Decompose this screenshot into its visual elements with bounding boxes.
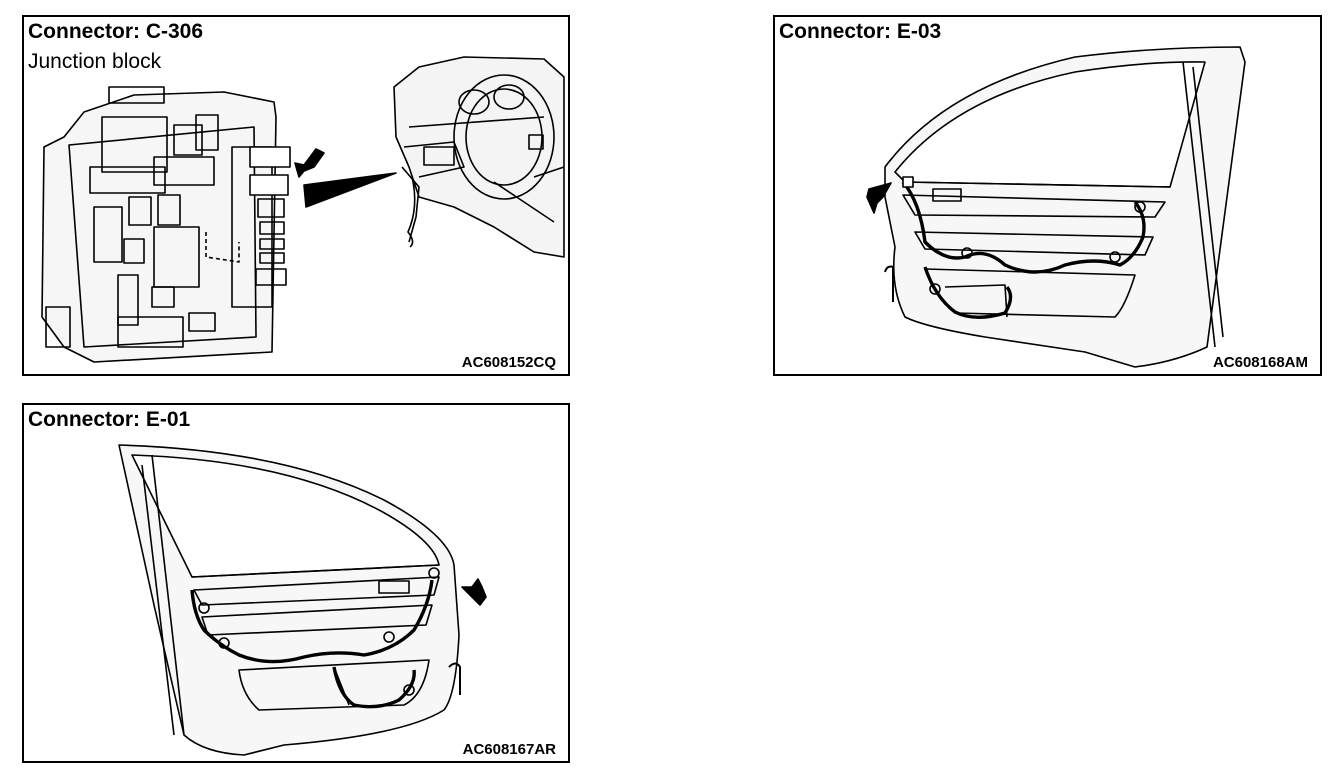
door-illustration — [24, 405, 568, 761]
panel-c306: Connector: C-306 Junction block — [22, 15, 570, 376]
panel-e01: Connector: E-01 — [22, 403, 570, 763]
illustration-code: AC608152CQ — [461, 354, 556, 371]
door-illustration — [775, 17, 1320, 374]
connector-title: Connector: E-01 — [28, 408, 191, 431]
connector-title: Connector: E-03 — [779, 20, 942, 43]
panel-e03: Connector: E-03 — [773, 15, 1322, 376]
illustration-code: AC608167AR — [462, 741, 556, 758]
connector-title: Connector: C-306 — [28, 20, 204, 43]
junction-block-illustration — [24, 17, 568, 374]
connector-subtitle: Junction block — [28, 50, 162, 73]
illustration-code: AC608168AM — [1212, 354, 1308, 371]
